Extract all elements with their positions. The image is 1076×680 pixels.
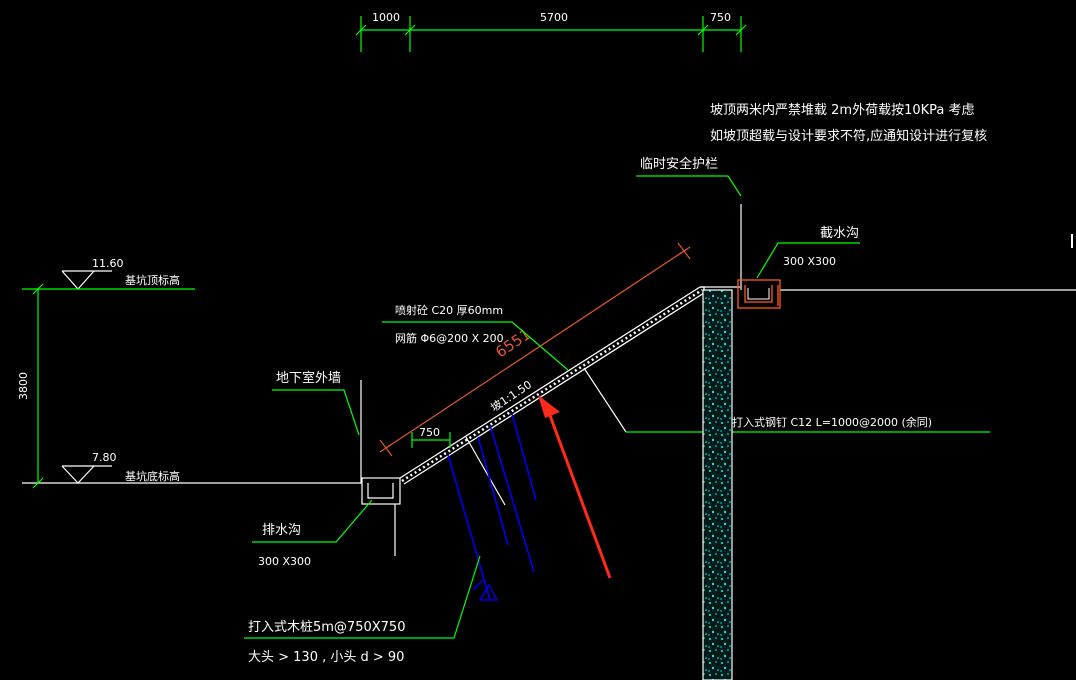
height-dimension xyxy=(32,283,44,489)
wood-pile-label: 打入式木桩5m@750X750 xyxy=(248,620,405,635)
shotcrete-leader xyxy=(382,321,569,371)
wood-pile-leader xyxy=(244,555,481,639)
basement-wall-label: 地下室外墙 xyxy=(276,370,341,386)
guardrail-leader xyxy=(636,175,742,197)
cutoff-ditch xyxy=(737,279,781,309)
nail-spacing-value: 750 xyxy=(419,426,440,439)
level-marker-top xyxy=(22,270,195,290)
level-top-label: 基坑顶标高 xyxy=(125,273,180,287)
shotcrete-hatch xyxy=(401,288,703,483)
level-marker-bottom xyxy=(22,465,362,484)
guardrail-label: 临时安全护栏 xyxy=(640,156,718,172)
red-arrow-annotation xyxy=(538,395,612,579)
cutoff-ditch-label: 截水沟 xyxy=(820,226,859,241)
level-top-value: 11.60 xyxy=(92,257,124,270)
soil-nails xyxy=(465,367,627,506)
note-line-2: 如坡顶超载与设计要求不符,应通知设计进行复核 xyxy=(710,128,987,144)
dim-5700: 5700 xyxy=(540,11,568,24)
level-bottom-label: 基坑底标高 xyxy=(125,469,180,483)
driven-nail-label: 打入式钢钉 C12 L=1000@2000 (余同) xyxy=(732,415,932,429)
ground-top xyxy=(700,286,1076,291)
drain-ditch-size: 300 X300 xyxy=(258,555,311,568)
top-dimension-chain xyxy=(355,16,747,52)
retaining-pile xyxy=(702,289,733,680)
dim-1000: 1000 xyxy=(372,11,400,24)
note-line-1: 坡顶两米内严禁堆载 2m外荷载按10KPa 考虑 xyxy=(710,102,975,118)
drain-ditch xyxy=(361,477,401,556)
height-dim-value: 3800 xyxy=(17,372,30,400)
cutoff-ditch-inner xyxy=(747,288,770,300)
wood-piles xyxy=(447,413,537,601)
slope-length-dimension xyxy=(379,242,691,457)
wood-pile-marker xyxy=(472,579,499,601)
shotcrete-label: 喷射砼 C20 厚60mm xyxy=(395,303,503,317)
mesh-label: 网筋 Φ6@200 X 200 xyxy=(395,331,504,345)
drain-ditch-label: 排水沟 xyxy=(262,523,301,538)
wood-pile-size: 大头 > 130 , 小头 d > 90 xyxy=(248,650,404,665)
dim-750: 750 xyxy=(710,11,731,24)
cutoff-ditch-leader xyxy=(756,242,860,279)
cutoff-ditch-size: 300 X300 xyxy=(783,255,836,268)
nail-spacing-dimension xyxy=(411,432,451,448)
drain-ditch-leader xyxy=(252,499,373,543)
level-bottom-value: 7.80 xyxy=(92,451,117,464)
basement-wall-leader xyxy=(272,389,360,436)
